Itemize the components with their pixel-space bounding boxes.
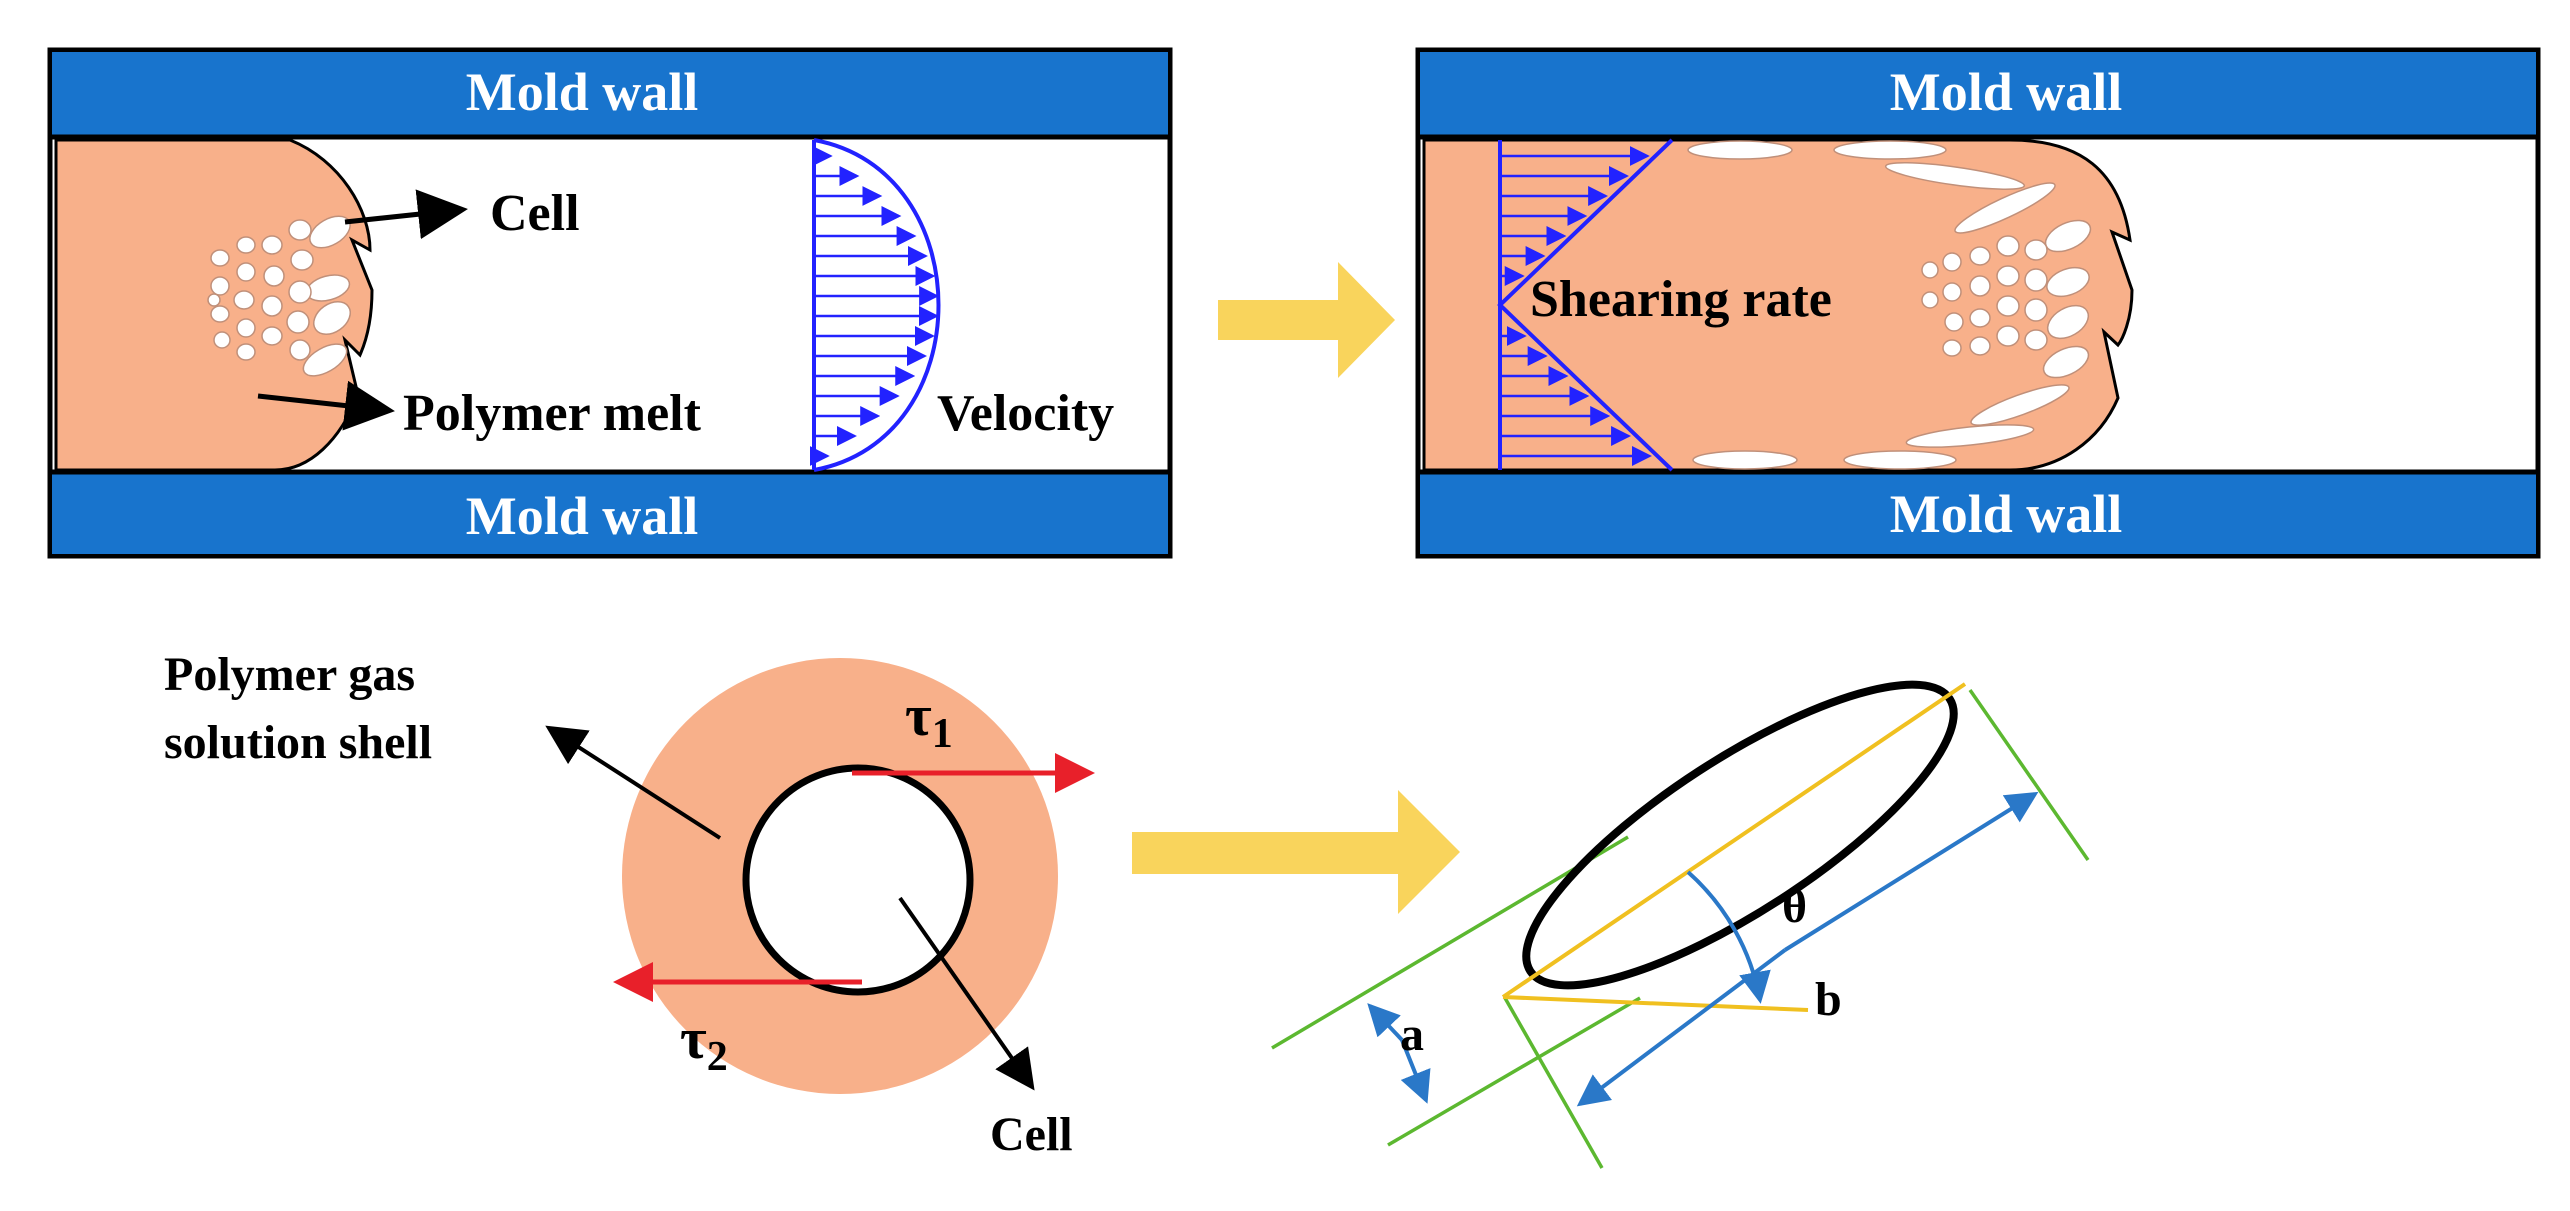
melt-pointer-arrow (257, 380, 395, 431)
horizontal-reference-line (1502, 995, 1809, 1012)
tau1-symbol: τ (905, 683, 932, 748)
mold-wall-bottom (1420, 472, 2536, 554)
mold-wall-bottom-label: Mold wall (466, 486, 699, 546)
dimension-b-label: b (1815, 973, 1842, 1026)
mold-wall-top (52, 52, 1168, 137)
cell-bubbles (207, 215, 351, 377)
polymer-melt-label: Polymer melt (403, 385, 702, 442)
cell-under-shear: Polymer gas solution shell τ1 τ2 Cell (164, 648, 1095, 1161)
theta-arc (1686, 870, 1771, 1004)
guide-line-left (1503, 997, 1604, 1169)
dimension-a-arrow-down (1400, 1039, 1431, 1104)
mold-wall-bottom (52, 472, 1168, 554)
tau1-label: τ1 (905, 683, 953, 757)
polymer-melt (1422, 138, 2134, 472)
dimension-a-arrow-up (1367, 1003, 1404, 1042)
shell-pointer-arrow (545, 725, 722, 840)
wall-cells (1687, 140, 2070, 470)
major-axis-line (1501, 682, 1967, 999)
shell-label-line2: solution shell (164, 716, 432, 769)
panel-top-left: Mold wall Mold wall (47, 47, 1173, 559)
tau1-subscript: 1 (932, 711, 953, 757)
cell-pointer-arrow (898, 896, 1035, 1091)
cell-pointer-arrow (344, 189, 468, 240)
guide-line-lower (1387, 996, 1641, 1147)
shearing-rate-label: Shearing rate (1530, 271, 1832, 328)
dimension-b-arrow-down (1576, 948, 1787, 1107)
mold-wall-top (1420, 52, 2536, 137)
cell-label: Cell (490, 185, 580, 242)
cell-label: Cell (990, 1108, 1073, 1161)
tau2-label: τ2 (680, 1006, 728, 1080)
guide-line-upper (1271, 835, 1629, 1050)
cell-circle (742, 764, 974, 996)
tau2-subscript: 2 (707, 1034, 728, 1080)
process-arrow-top (1218, 262, 1395, 378)
panel-top-right: Mold wall Mold wall (1415, 47, 2541, 559)
theta-label: θ (1782, 880, 1807, 933)
tau2-symbol: τ (680, 1006, 707, 1071)
guide-line-right (1968, 689, 2090, 861)
shell-label-line1: Polymer gas (164, 648, 415, 701)
mold-wall-top-label: Mold wall (1890, 62, 2123, 122)
mold-wall-top-label: Mold wall (466, 62, 699, 122)
deformed-cell-geometry: θ a b (1271, 680, 2090, 1169)
dimension-a-label: a (1400, 1008, 1424, 1061)
deformed-cell-ellipse (1522, 680, 1958, 990)
process-arrow-bottom (1132, 790, 1460, 914)
dimension-b-arrow-up (1783, 791, 2039, 952)
velocity-profile (809, 138, 941, 472)
shear-rate-profile (1497, 138, 1674, 472)
mold-wall-bottom-label: Mold wall (1890, 484, 2123, 544)
velocity-label: Velocity (937, 385, 1114, 442)
cell-bubbles (1921, 219, 2092, 379)
